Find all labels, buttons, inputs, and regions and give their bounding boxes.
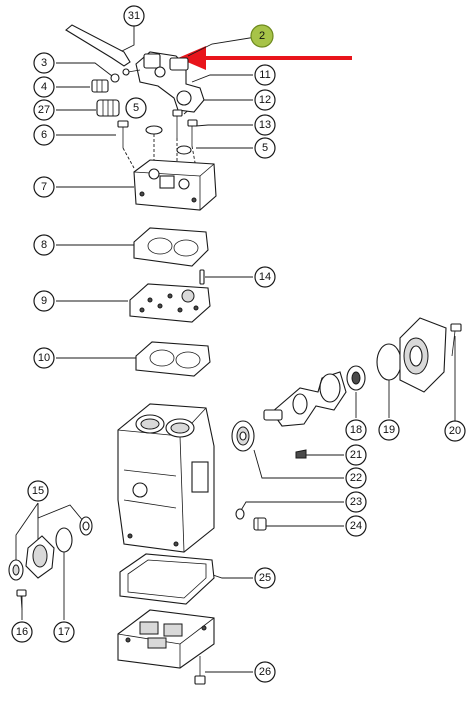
- part-7-cylinder-head: [133, 159, 217, 211]
- part-31-lever: [65, 24, 131, 67]
- callout-20-label: 20: [449, 425, 461, 437]
- callout-3: 3: [33, 52, 55, 74]
- callout-23: 23: [345, 491, 367, 513]
- part-10-gasket: [135, 341, 211, 377]
- part-side-seal: [79, 516, 93, 536]
- callout-10: 10: [33, 347, 55, 369]
- callout-7: 7: [33, 176, 55, 198]
- callout-13-label: 13: [259, 119, 271, 131]
- callout-31-label: 31: [128, 10, 140, 22]
- callout-5-upper: 5: [125, 97, 147, 119]
- callout-26-label: 26: [259, 666, 271, 678]
- callout-4: 4: [33, 76, 55, 98]
- part-crankcase: [117, 403, 215, 553]
- callout-16: 16: [11, 621, 33, 643]
- red-pointer-arrow: [178, 46, 352, 70]
- callout-19-label: 19: [383, 424, 395, 436]
- part-8-gasket: [133, 227, 209, 267]
- part-13-bolt: [187, 119, 198, 146]
- callout-18: 18: [345, 419, 367, 441]
- part-27-plug: [96, 99, 120, 117]
- callout-17: 17: [53, 621, 75, 643]
- part-24-plug: [253, 517, 267, 531]
- callout-2: 2: [250, 24, 274, 48]
- callout-22: 22: [345, 467, 367, 489]
- callout-24: 24: [345, 515, 367, 537]
- part-20-bolt: [450, 323, 462, 357]
- callout-27: 27: [33, 99, 55, 121]
- callout-22-label: 22: [350, 472, 362, 484]
- callout-16-label: 16: [16, 626, 28, 638]
- callout-4-label: 4: [41, 81, 47, 93]
- callout-18-label: 18: [350, 424, 362, 436]
- part-bearing-housing: [399, 317, 447, 393]
- callout-8-label: 8: [41, 239, 47, 251]
- part-9-valve-plate: [129, 283, 211, 323]
- callout-26: 26: [254, 661, 276, 683]
- part-21-key: [295, 449, 307, 459]
- part-5-seal-upper: [145, 125, 163, 135]
- part-26-bolt: [194, 656, 206, 685]
- callout-31: 31: [123, 5, 145, 27]
- part-15-washer: [8, 559, 24, 581]
- part-12-bolt: [172, 109, 183, 138]
- callout-14-label: 14: [259, 271, 271, 283]
- part-22-bearing: [231, 420, 255, 452]
- callout-3-label: 3: [41, 57, 47, 69]
- callout-25-label: 25: [259, 572, 271, 584]
- part-17-oring: [55, 527, 73, 553]
- part-2-valve-assembly: [122, 51, 205, 113]
- callout-6-label: 6: [41, 129, 47, 141]
- part-25-gasket: [119, 553, 215, 605]
- callout-27-label: 27: [38, 104, 50, 116]
- part-6-bolt: [117, 120, 129, 148]
- callout-8: 8: [33, 234, 55, 256]
- callout-12: 12: [254, 89, 276, 111]
- callout-21: 21: [345, 444, 367, 466]
- callout-6: 6: [33, 124, 55, 146]
- part-crankshaft: [263, 371, 347, 427]
- part-3-oring: [110, 73, 120, 83]
- part-23-oring: [235, 508, 245, 520]
- part-19-oring: [376, 343, 402, 381]
- part-16-screw: [16, 589, 27, 611]
- callout-10-label: 10: [38, 352, 50, 364]
- callout-20: 20: [444, 420, 466, 442]
- callout-5-upper-label: 5: [133, 102, 139, 114]
- callout-11: 11: [254, 64, 276, 86]
- callout-19: 19: [378, 419, 400, 441]
- callout-23-label: 23: [350, 496, 362, 508]
- part-5-seal-lower: [176, 145, 192, 155]
- callout-11-label: 11: [259, 69, 270, 81]
- part-bottom-plate: [117, 609, 215, 669]
- callout-7-label: 7: [41, 181, 47, 193]
- callout-9-label: 9: [41, 295, 47, 307]
- callout-21-label: 21: [350, 449, 362, 461]
- part-18-bearing: [346, 365, 366, 391]
- callout-24-label: 24: [350, 520, 362, 532]
- callout-12-label: 12: [259, 94, 271, 106]
- part-4-fitting: [91, 79, 109, 93]
- callout-5-lower: 5: [254, 137, 276, 159]
- callout-14: 14: [254, 266, 276, 288]
- callout-15-label: 15: [32, 485, 44, 497]
- callout-9: 9: [33, 290, 55, 312]
- callout-2-label: 2: [259, 30, 265, 42]
- part-15-end-cover: [25, 535, 55, 579]
- leader-lines: [15, 22, 456, 673]
- callout-25: 25: [254, 567, 276, 589]
- callout-15: 15: [27, 480, 49, 502]
- callout-17-label: 17: [58, 626, 70, 638]
- callout-5-lower-label: 5: [262, 142, 268, 154]
- part-14-pin: [199, 269, 205, 285]
- callout-13: 13: [254, 114, 276, 136]
